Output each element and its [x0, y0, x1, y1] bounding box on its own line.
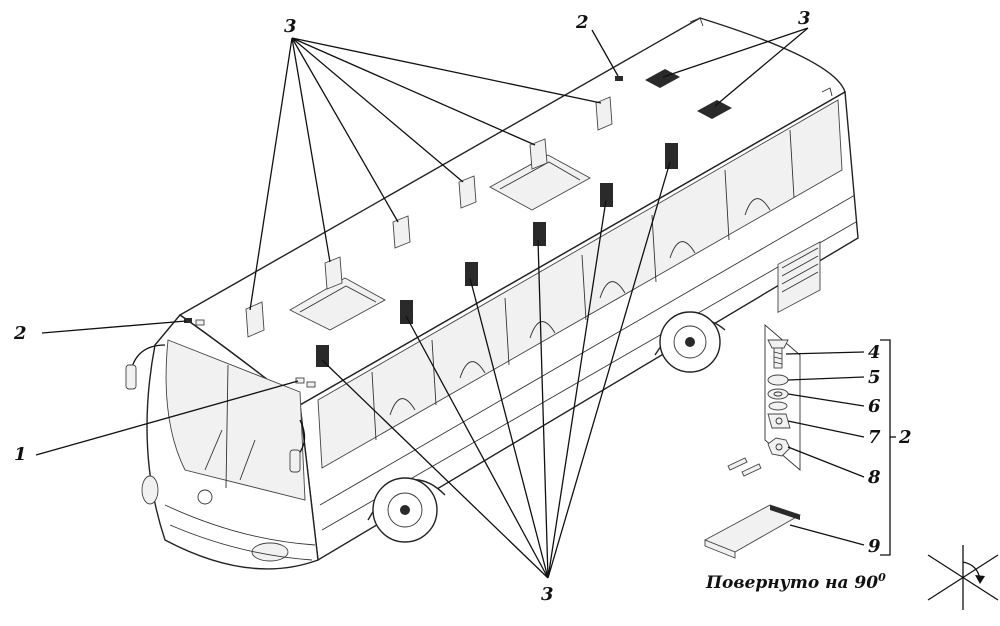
bus-window-band: [317, 99, 843, 469]
roof-vent-cover: [324, 256, 343, 290]
callout-4: 4: [868, 342, 881, 363]
side-vent-grille: [465, 262, 478, 286]
spacer: [768, 401, 788, 411]
callout-labels: 3 2 3 2 1 3 4 5 6 7 8 9 2: [13, 8, 912, 605]
bus-illustration: [125, 17, 859, 570]
side-vent-grille: [600, 183, 613, 207]
rotation-arrow-icon: [927, 545, 999, 610]
callout-3-bottom: 3: [541, 584, 554, 605]
side-vent-grille: [533, 222, 546, 246]
roof-vent-cover: [529, 138, 548, 170]
callout-3-top-right: 3: [798, 8, 811, 29]
callout-2-left: 2: [13, 323, 27, 344]
callout-5: 5: [868, 367, 881, 388]
nut: [767, 437, 791, 457]
side-vent-grille: [665, 143, 678, 169]
side-vent-grille: [400, 300, 413, 324]
roof-vent-cover: [392, 215, 411, 249]
callout-9: 9: [868, 536, 881, 557]
caption-text: Повернуто на 90: [705, 573, 878, 593]
pin: [741, 463, 762, 477]
callout-3-top-left: 3: [284, 16, 297, 37]
fastener-set-illustration: [703, 324, 802, 559]
rotation-caption: Повернуто на 900: [705, 571, 886, 593]
bus-windshield: [165, 339, 306, 501]
callout-6: 6: [868, 396, 881, 417]
side-vent-grille: [316, 345, 329, 367]
washer: [767, 388, 789, 400]
bracket: [767, 413, 791, 429]
washer: [767, 374, 789, 386]
callout-2-bracket: 2: [898, 427, 912, 448]
cover-plate: [703, 504, 802, 559]
screw: [767, 339, 789, 369]
roof-vent-grille: [697, 100, 732, 119]
callout-1-left: 1: [14, 444, 27, 465]
roof-vent-cover: [245, 301, 265, 338]
leader-lines: [35, 27, 896, 579]
caption-degree: 0: [878, 571, 886, 584]
roof-vent-cover: [458, 175, 477, 209]
pin: [727, 457, 748, 471]
roof-hatch-rear: [489, 154, 591, 211]
callout-8: 8: [867, 467, 881, 488]
roof-vent-cover: [595, 96, 613, 131]
callout-2-top: 2: [575, 12, 589, 33]
callout-7: 7: [868, 427, 881, 448]
